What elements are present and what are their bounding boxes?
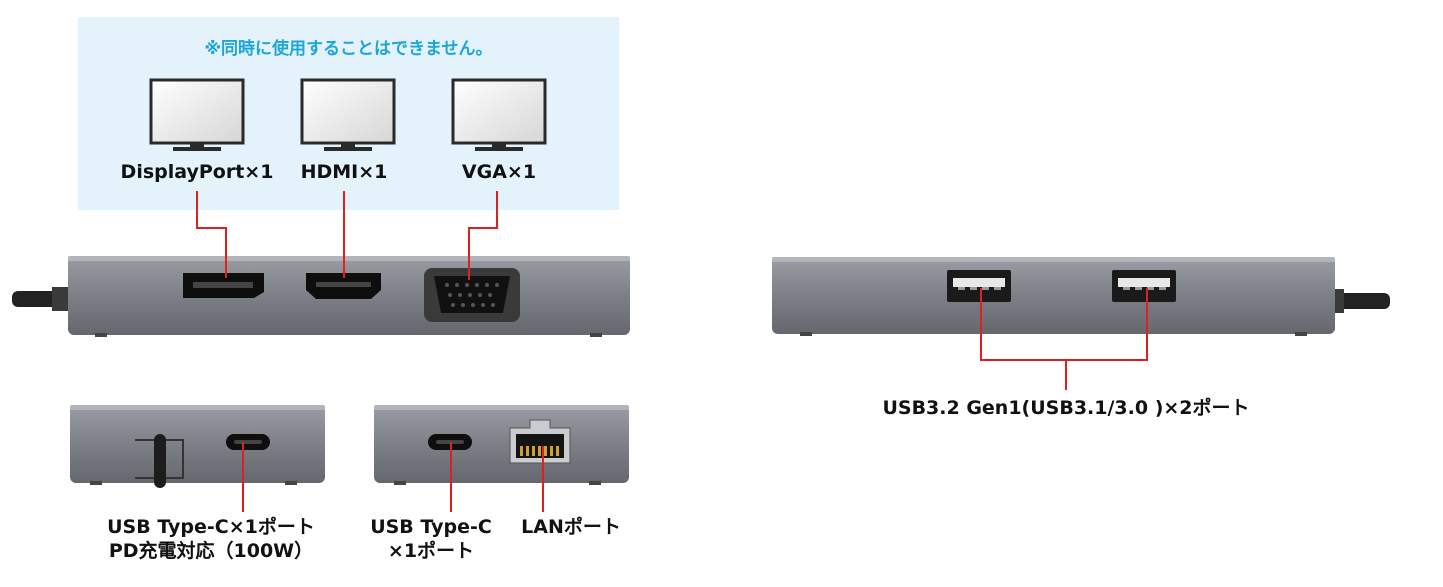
hub-back-view <box>772 257 1390 336</box>
lan-port <box>509 419 571 464</box>
hub-front-view <box>12 256 630 337</box>
displayport-label: DisplayPort×1 <box>120 161 274 183</box>
lan-label: LANポート <box>521 516 621 538</box>
monitor-icon <box>149 78 245 151</box>
usb-c-pd-label-line2: PD充電対応（100W） <box>108 540 314 562</box>
usb-a-port <box>1112 270 1176 302</box>
monitor-icon <box>300 78 396 151</box>
monitor-icon <box>451 78 547 151</box>
usb-c-port-label-line1: USB Type-C <box>370 516 492 538</box>
notice-text: ※同時に使用することはできません。 <box>204 39 493 59</box>
usb-a-label: USB3.2 Gen1(USB3.1/3.0 )×2ポート <box>882 397 1250 419</box>
callout-lines <box>196 191 1148 512</box>
hub-side-view-lan <box>374 405 629 485</box>
displayport-port <box>183 273 264 298</box>
hdmi-label: HDMI×1 <box>300 161 388 183</box>
vga-port <box>424 268 520 322</box>
usb-a-port <box>947 270 1011 302</box>
hub-side-view-pd <box>70 405 325 488</box>
vga-label: VGA×1 <box>461 161 537 183</box>
usb-c-pd-label-line1: USB Type-C×1ポート <box>107 516 315 538</box>
usb-c-port-label-line2: ×1ポート <box>387 540 475 562</box>
hdmi-port <box>306 273 381 299</box>
